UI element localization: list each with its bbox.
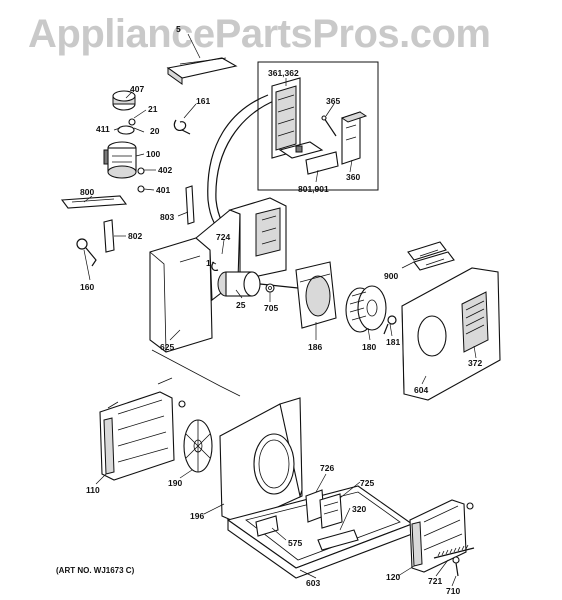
callout-110: 110 xyxy=(86,485,100,495)
art-number: (ART NO. WJ1673 C) xyxy=(56,566,135,575)
compressor-assembly xyxy=(103,90,145,193)
part-161-hook xyxy=(173,119,191,135)
callout-5: 5 xyxy=(176,24,181,34)
assembly-guide-line xyxy=(151,349,241,397)
part-721-spring xyxy=(433,544,475,559)
part-900-damper xyxy=(407,241,455,271)
callout-161: 161 xyxy=(196,96,210,106)
callout-801-901: 801,901 xyxy=(298,184,329,194)
callout-725: 725 xyxy=(360,478,374,488)
callout-196: 196 xyxy=(190,511,204,521)
base-pan-components xyxy=(255,489,359,551)
callout-160: 160 xyxy=(80,282,94,292)
callout-900: 900 xyxy=(384,271,398,281)
part-120-evaporator-coil xyxy=(409,499,474,573)
callout-181: 181 xyxy=(386,337,400,347)
leader-lines xyxy=(83,33,477,587)
part-160-clip xyxy=(76,238,97,267)
callout-180: 180 xyxy=(362,342,376,352)
callout-402: 402 xyxy=(158,165,172,175)
partition-assembly xyxy=(149,197,287,353)
callout-186: 186 xyxy=(308,342,322,352)
callout-407: 407 xyxy=(130,84,144,94)
callout-320: 320 xyxy=(352,504,366,514)
callout-710: 710 xyxy=(446,586,460,596)
part-25-motor xyxy=(211,261,299,297)
part-5-top-cover xyxy=(166,57,238,85)
control-box-group xyxy=(257,61,379,191)
callout-21: 21 xyxy=(148,104,158,114)
callout-604: 604 xyxy=(414,385,428,395)
callout-726: 726 xyxy=(320,463,334,473)
callout-365: 365 xyxy=(326,96,340,106)
part-604-panel xyxy=(401,267,501,401)
callout-802: 802 xyxy=(128,231,142,241)
callout-625: 625 xyxy=(160,342,174,352)
callout-361-362: 361,362 xyxy=(268,68,299,78)
callout-401: 401 xyxy=(156,185,170,195)
callout-120: 120 xyxy=(386,572,400,582)
callout-20: 20 xyxy=(150,126,160,136)
callout-575: 575 xyxy=(288,538,302,548)
callout-372: 372 xyxy=(468,358,482,368)
site-watermark: AppliancePartsPros.com xyxy=(28,12,491,56)
part-196-shroud xyxy=(219,397,303,525)
part-800-bracket xyxy=(60,195,128,209)
part-180-blower-wheel xyxy=(345,285,387,333)
callout-190: 190 xyxy=(168,478,182,488)
callout-800: 800 xyxy=(80,187,94,197)
part-186-blower-housing xyxy=(295,261,337,329)
callout-803: 803 xyxy=(160,212,174,222)
part-181-clamp xyxy=(383,315,397,335)
part-803-strap xyxy=(185,185,195,225)
callout-25: 25 xyxy=(236,300,246,310)
callout-100: 100 xyxy=(146,149,160,159)
callout-411: 411 xyxy=(96,124,110,134)
callout-1: 1 xyxy=(206,258,211,268)
part-705-washer xyxy=(265,283,275,293)
callout-labels: 5 407 21 411 20 161 100 402 401 800 803 … xyxy=(56,24,482,596)
callout-603: 603 xyxy=(306,578,320,588)
callout-721: 721 xyxy=(428,576,442,586)
part-190-fan xyxy=(183,419,213,473)
part-110-condenser-coil xyxy=(99,377,186,481)
callout-705: 705 xyxy=(264,303,278,313)
part-802-bracket xyxy=(103,219,115,253)
callout-360: 360 xyxy=(346,172,360,182)
part-710-screw xyxy=(452,556,460,577)
callout-724: 724 xyxy=(216,232,230,242)
